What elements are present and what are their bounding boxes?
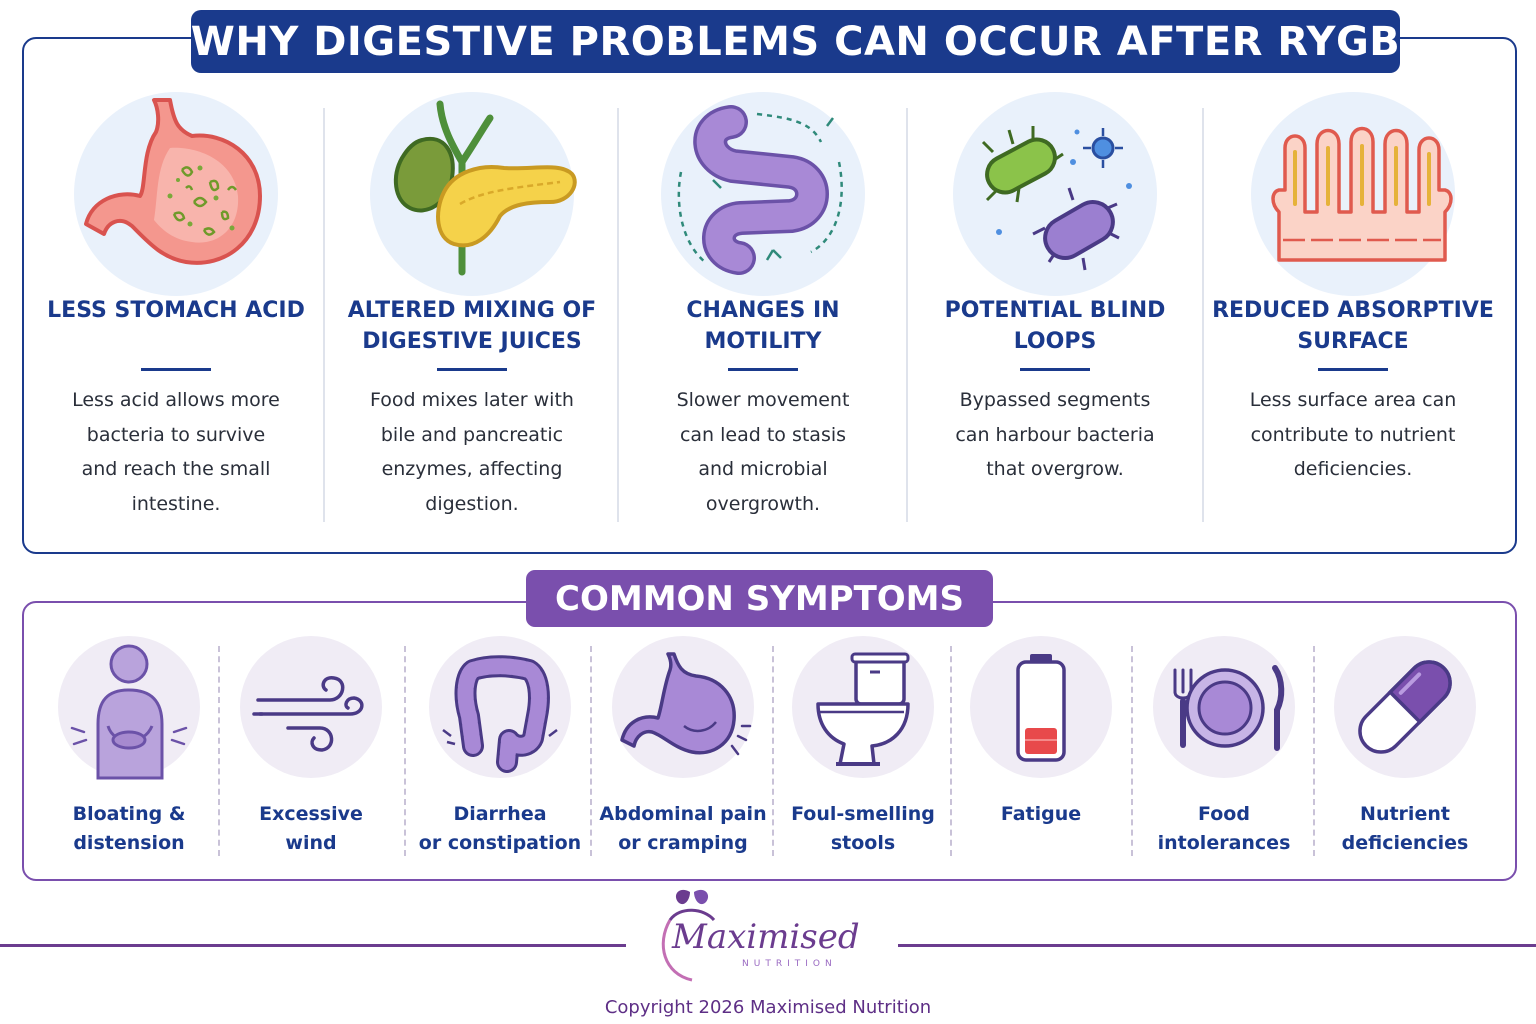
symptom-label: Diarrhea or constipation [418, 803, 582, 854]
cause-title: POTENTIAL BLIND LOOPS [944, 298, 1166, 354]
column-divider [590, 646, 592, 856]
intestine-icon [661, 92, 865, 296]
copyright-text: Copyright 2026 Maximised Nutrition [604, 997, 932, 1018]
column-divider [218, 646, 220, 856]
cause-card-digestive-juices: ALTERED MIXING OF DIGESTIVE JUICES Food … [326, 88, 618, 518]
bacteria-icon [953, 92, 1157, 296]
title-underline [437, 368, 507, 371]
symptom-nutrient-deficiencies: Nutrient deficiencies [1320, 636, 1490, 866]
stomach-icon [74, 92, 278, 296]
symptom-food-intolerances: Food intolerances [1139, 636, 1309, 866]
column-divider [772, 646, 774, 856]
symptom-label: Fatigue [1000, 803, 1082, 825]
low-battery-icon [970, 636, 1112, 778]
cause-description: Less acid allows more bacteria to surviv… [72, 389, 280, 516]
symptom-label: Bloating & distension [72, 803, 186, 854]
symptom-label: Excessive wind [259, 803, 363, 854]
villi-icon [1251, 92, 1455, 296]
cause-card-absorptive-surface: REDUCED ABSORPTIVE SURFACE Less surface … [1204, 88, 1502, 518]
symptom-abdominal-pain: Abdominal pain or cramping [598, 636, 768, 866]
section-title: COMMON SYMPTOMS [526, 570, 993, 627]
symptom-label: Nutrient deficiencies [1341, 803, 1469, 854]
cause-description: Food mixes later with bile and pancreati… [370, 389, 574, 516]
cause-card-motility: CHANGES IN MOTILITY Slower movement can … [619, 88, 907, 518]
column-divider [617, 108, 619, 522]
symptom-fatigue: Fatigue [958, 636, 1124, 866]
column-divider [404, 646, 406, 856]
cause-card-stomach-acid: LESS STOMACH ACID Less acid allows more … [30, 88, 322, 518]
symptom-stools: Foul-smelling stools [779, 636, 947, 866]
brand-logo: Maximised NUTRITION [650, 884, 886, 994]
symptom-diarrhea: Diarrhea or constipation [413, 636, 587, 866]
svg-text:NUTRITION: NUTRITION [742, 959, 837, 969]
symptom-label: Abdominal pain or cramping [599, 803, 767, 854]
column-divider [1202, 108, 1204, 522]
column-divider [1131, 646, 1133, 856]
toilet-icon [792, 636, 934, 778]
title-underline [141, 368, 211, 371]
column-divider [1313, 646, 1315, 856]
symptom-bloating: Bloating & distension [44, 636, 214, 866]
column-divider [906, 108, 908, 522]
gallbladder-pancreas-icon [370, 92, 577, 296]
column-divider [950, 646, 952, 856]
title-underline [728, 368, 798, 371]
cause-title: ALTERED MIXING OF DIGESTIVE JUICES [347, 298, 597, 354]
capsule-icon [1334, 636, 1476, 778]
cause-description: Bypassed segments can harbour bacteria t… [955, 389, 1155, 481]
footer-rule-right [898, 944, 1536, 947]
cause-card-blind-loops: POTENTIAL BLIND LOOPS Bypassed segments … [909, 88, 1201, 518]
cause-title: REDUCED ABSORPTIVE SURFACE [1212, 298, 1494, 354]
svg-text:Maximised: Maximised [671, 917, 860, 957]
cause-description: Less surface area can contribute to nutr… [1249, 389, 1457, 481]
wind-icon [240, 636, 382, 778]
bloated-person-icon [58, 636, 200, 780]
column-divider [323, 108, 325, 522]
symptom-wind: Excessive wind [226, 636, 396, 866]
plate-cutlery-icon [1153, 636, 1295, 778]
symptom-label: Foul-smelling stools [791, 803, 935, 854]
cramping-stomach-icon [612, 636, 754, 778]
page-title: WHY DIGESTIVE PROBLEMS CAN OCCUR AFTER R… [191, 10, 1400, 73]
title-underline [1318, 368, 1388, 371]
cause-title: CHANGES IN MOTILITY [686, 298, 840, 354]
cause-description: Slower movement can lead to stasis and m… [676, 389, 850, 516]
cause-title: LESS STOMACH ACID [47, 298, 305, 323]
colon-icon [429, 636, 571, 778]
symptom-label: Food intolerances [1157, 803, 1291, 854]
footer-rule-left [0, 944, 626, 947]
title-underline [1020, 368, 1090, 371]
